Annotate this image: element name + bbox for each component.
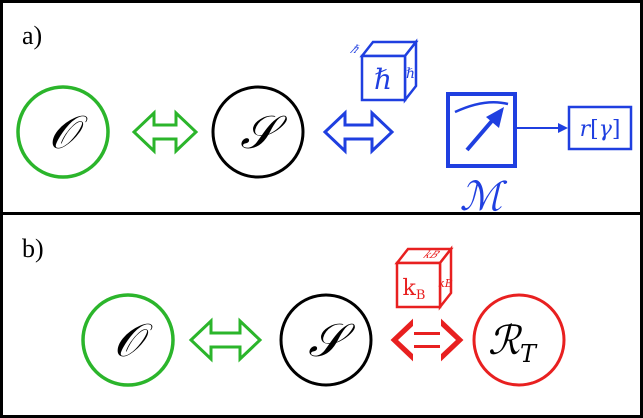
measurement-meter: ℳ: [446, 92, 517, 220]
observer-node-b: 𝒪: [81, 293, 175, 387]
blue-double-arrow-a: [322, 109, 395, 155]
green-double-arrow-a: [131, 109, 199, 155]
system-node-a: 𝒮: [211, 85, 305, 179]
kb-side-label: kB: [438, 277, 453, 290]
observer-node-a: 𝒪: [16, 85, 110, 179]
hbar-side-label: ℏ: [406, 66, 415, 82]
hbar-front-label: ℏ: [374, 63, 392, 96]
system-symbol-a: 𝒮: [240, 105, 287, 159]
panel-a-frame: [0, 0, 643, 215]
result-label: r[γ]: [580, 117, 621, 142]
kb-front-label: kB: [403, 276, 426, 303]
red-double-arrow-b: [390, 318, 464, 362]
kb-cube: kB kB kB: [394, 245, 454, 311]
result-box: r[γ]: [567, 105, 633, 151]
panel-b-frame: [0, 212, 643, 418]
meter-symbol: ℳ: [460, 174, 508, 220]
meter-to-result-arrow: [515, 123, 568, 133]
hbar-top-label: ℏ: [347, 43, 363, 56]
reservoir-symbol: ℛT: [488, 318, 538, 368]
panel-b-label: b): [22, 234, 44, 263]
observer-symbol-b: 𝒪: [114, 313, 154, 367]
hbar-cube: ℏ ℏ ℏ: [347, 38, 419, 104]
system-symbol-b: 𝒮: [308, 313, 355, 367]
panel-a-label: a): [22, 21, 42, 50]
green-double-arrow-b: [188, 317, 263, 363]
observer-symbol-a: 𝒪: [49, 105, 89, 159]
system-node-b: 𝒮: [279, 293, 373, 387]
kb-top-label: kB: [421, 249, 443, 261]
reservoir-node: ℛT: [472, 293, 566, 387]
